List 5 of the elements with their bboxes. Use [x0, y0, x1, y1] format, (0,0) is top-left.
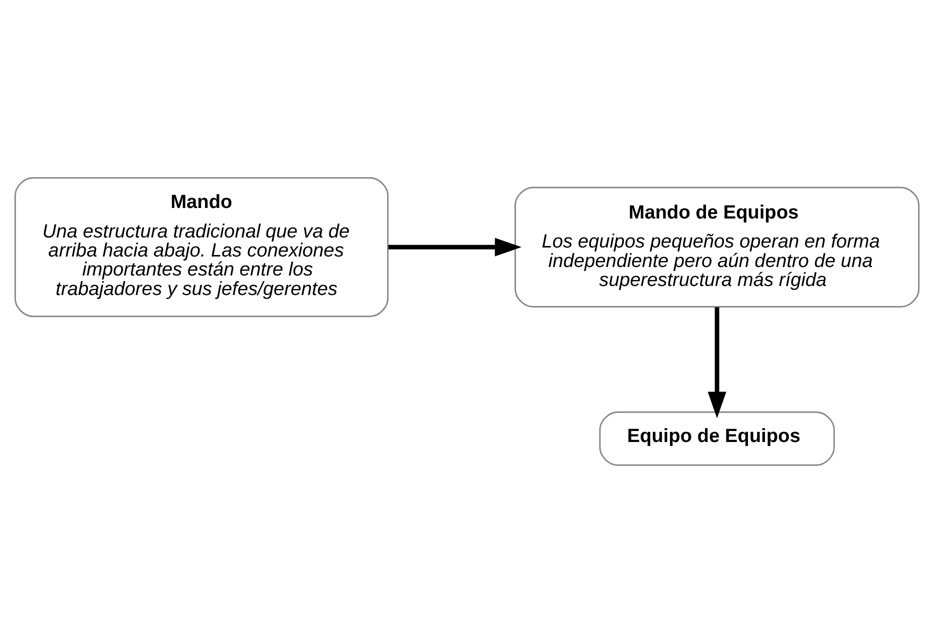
arrow	[388, 237, 522, 256]
arrow	[708, 306, 726, 418]
node-box: Equipo de Equipos	[599, 410, 835, 466]
node-box: Mando de Equipos Los equipos pequeños operan en forma independiente pero aún dentro de una superestructura más rígida	[514, 186, 920, 307]
node-box: Mando Una estructura tradicional que va de arriba hacia abajo. Las conexiones importantes están entre los trabajadores y sus jefes/gerentes	[14, 176, 389, 317]
